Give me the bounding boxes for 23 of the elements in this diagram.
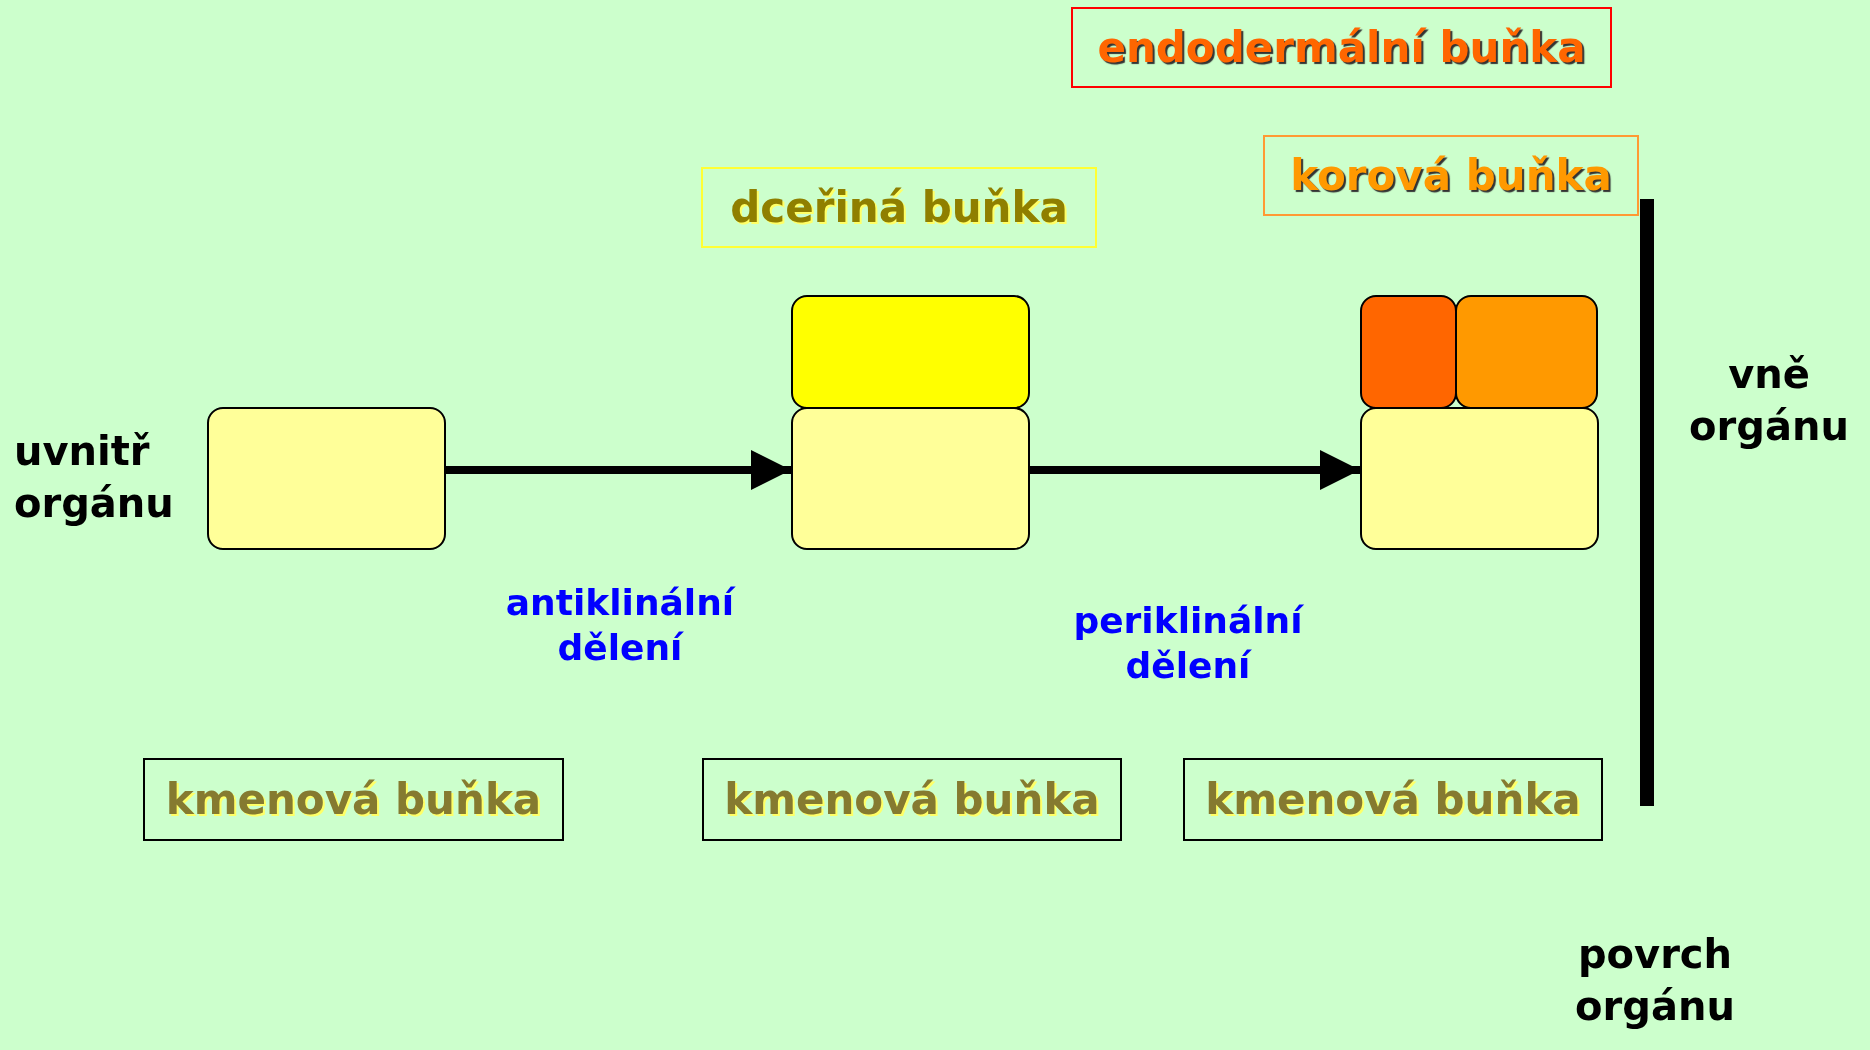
cell-name: kmenová buňka xyxy=(724,775,1100,824)
cell xyxy=(1360,407,1599,550)
arrow xyxy=(446,450,791,490)
label-box xyxy=(1071,7,1612,88)
label-box xyxy=(701,167,1097,248)
cell xyxy=(791,407,1030,550)
label-box xyxy=(143,758,564,841)
cell-name: dceřiná buňka xyxy=(730,183,1068,232)
cell-name: korová buňka xyxy=(1290,151,1612,200)
label-box xyxy=(702,758,1122,841)
arrow xyxy=(1030,450,1360,490)
endodermal-cell xyxy=(1360,295,1457,409)
cell-name: kmenová buňka xyxy=(1205,775,1581,824)
label-box xyxy=(1263,135,1639,216)
cortical-cell xyxy=(1455,295,1598,409)
cell-name: endodermální buňka xyxy=(1097,23,1586,72)
region-label: uvnitř orgánu xyxy=(14,427,175,528)
cell xyxy=(207,407,446,550)
region-label: vně orgánu xyxy=(1688,350,1850,451)
cell-name: kmenová buňka xyxy=(165,775,542,824)
region-label: povrch orgánu xyxy=(1574,930,1736,1031)
label-box xyxy=(1183,758,1603,841)
daughter-cell xyxy=(791,295,1030,409)
